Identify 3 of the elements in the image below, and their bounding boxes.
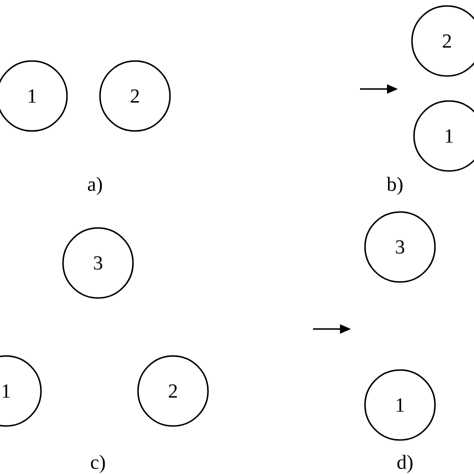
panel-label: b)	[386, 176, 402, 196]
panel-label: c)	[91, 454, 105, 474]
panel-label: a)	[88, 176, 102, 196]
